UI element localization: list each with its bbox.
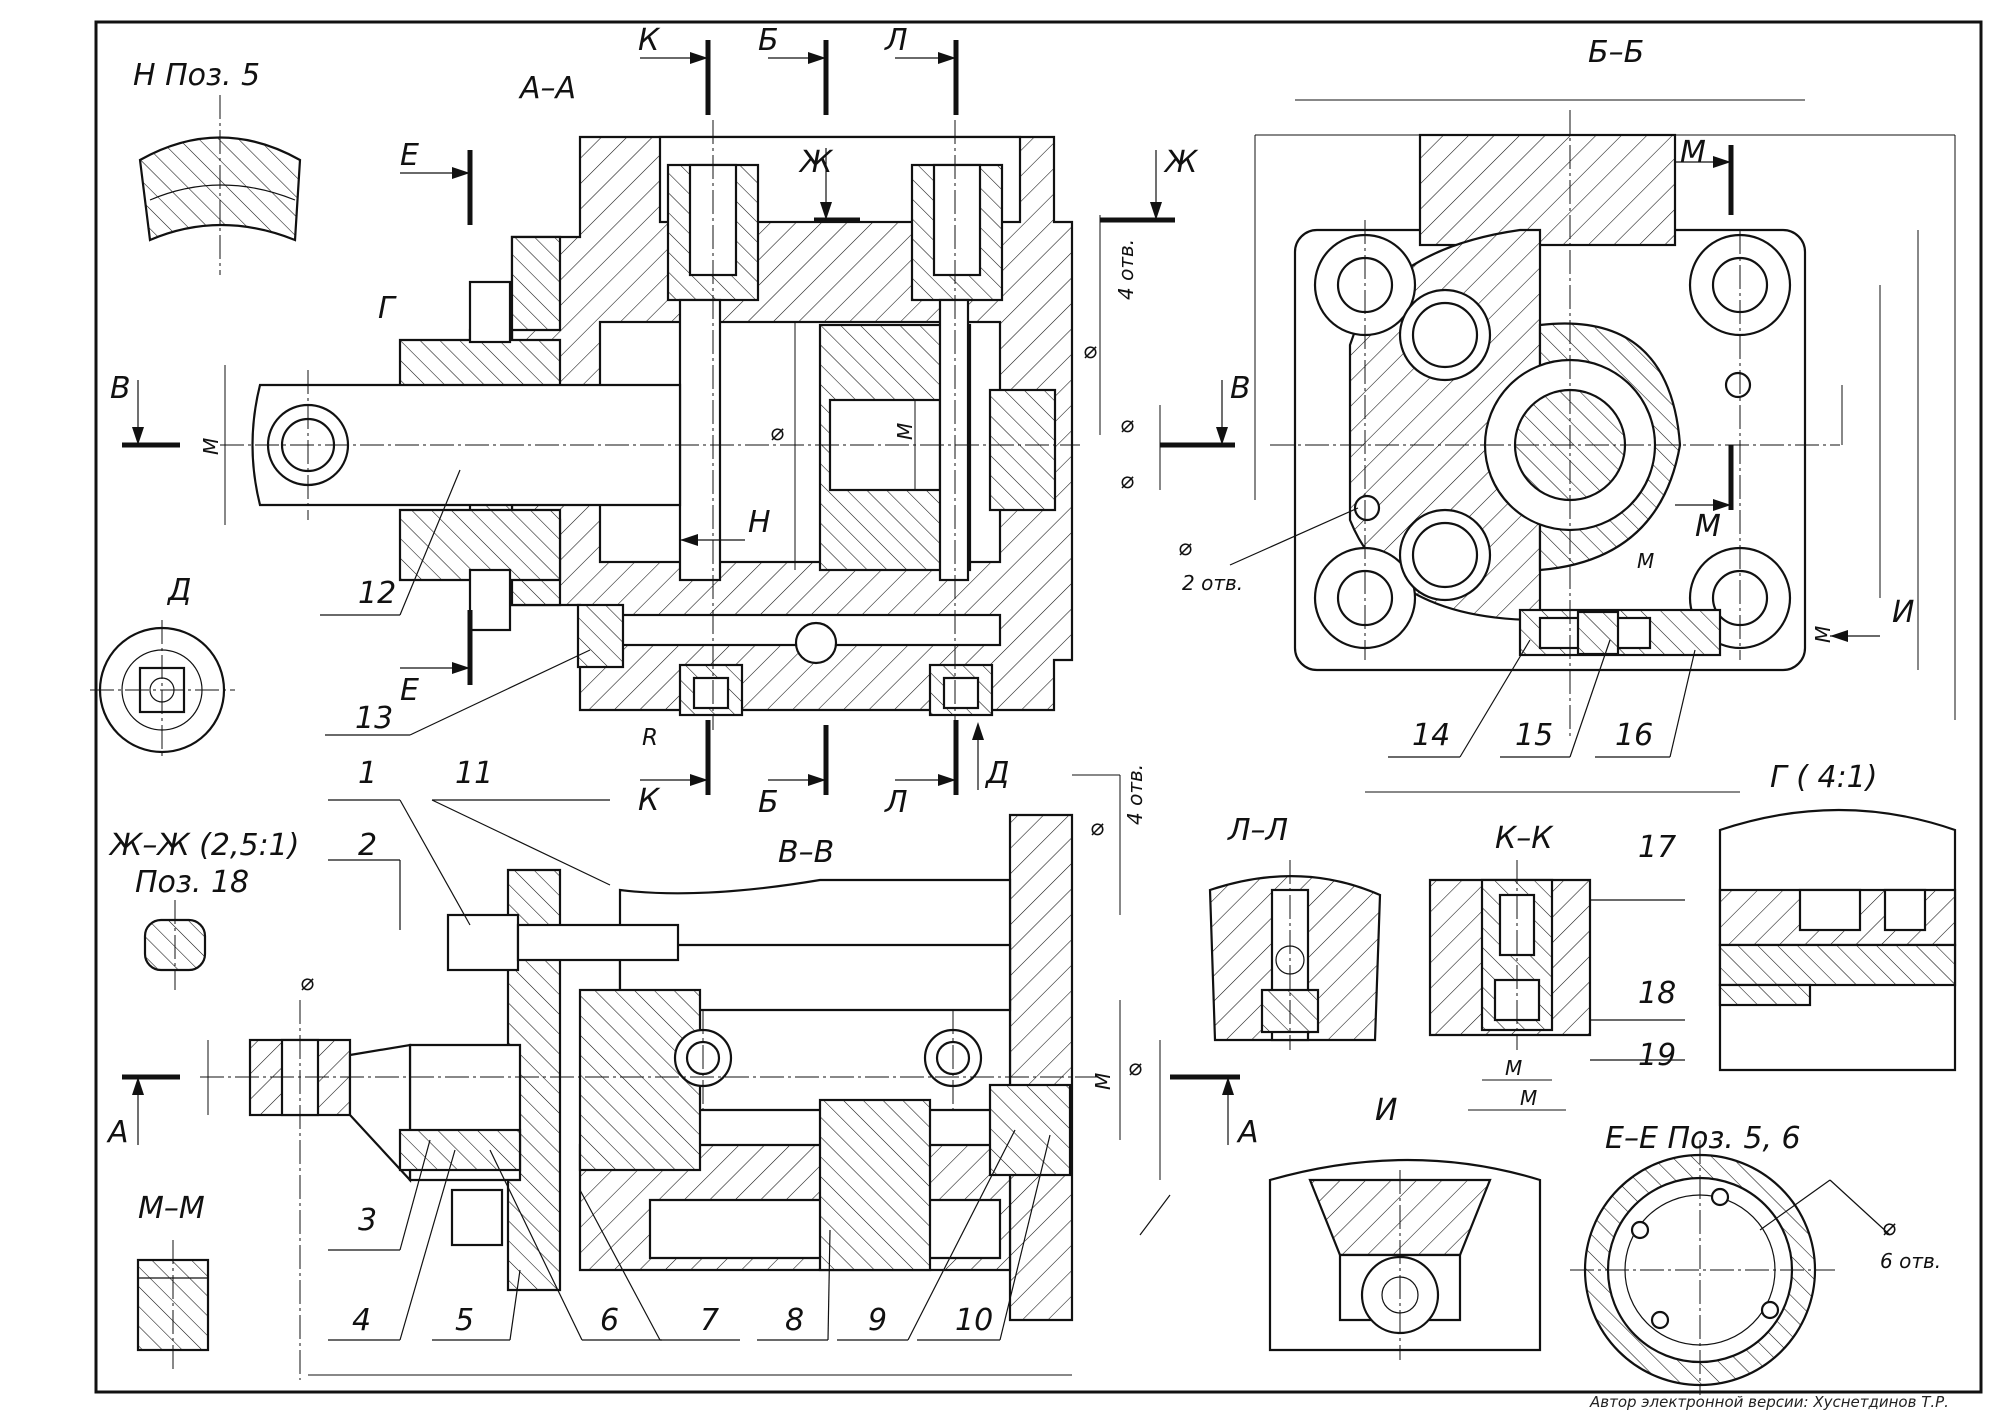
- view-title-b-b: Б–Б: [1588, 35, 1644, 70]
- part-number-6: 6: [600, 1303, 619, 1338]
- view-l-l: [1208, 860, 1382, 1050]
- view-i: [1268, 1158, 1542, 1360]
- view-d: [90, 620, 235, 760]
- cut-label-a-right: А: [1236, 1115, 1259, 1150]
- view-title-zh-zh-pos: Поз. 18: [135, 865, 249, 900]
- dim-holes4-v-v: 4 отв.: [1123, 764, 1147, 825]
- view-g-detail: [1718, 808, 1957, 1072]
- cut-label-l-bottom: Л: [884, 785, 908, 820]
- part-number-5: 5: [455, 1303, 474, 1338]
- cut-label-a-left: А: [106, 1115, 129, 1150]
- dim-dia-v-v-2: ⌀: [1128, 1055, 1142, 1081]
- part-number-2: 2: [358, 828, 377, 863]
- dim-holes2-b-b: 2 отв.: [1182, 571, 1243, 595]
- view-title-k-k: К–К: [1495, 821, 1554, 856]
- part-number-15: 15: [1515, 718, 1553, 753]
- view-title-d: Д: [166, 573, 191, 608]
- dim-dia-a-a-1: ⌀: [1083, 338, 1097, 364]
- part-number-17: 17: [1638, 830, 1676, 865]
- part-number-10: 10: [955, 1303, 993, 1338]
- part-number-13: 13: [355, 701, 393, 736]
- view-title-e-e: Е–Е Поз. 5, 6: [1605, 1121, 1801, 1156]
- dim-m-k-k-2: М: [1520, 1086, 1537, 1110]
- cut-label-m-bottom: М: [1695, 509, 1721, 544]
- cut-label-e-bottom: Е: [400, 673, 419, 708]
- dim-dia-a-a-3: ⌀: [1120, 468, 1134, 494]
- cut-label-n: Н: [748, 505, 771, 540]
- part-number-7: 7: [700, 1303, 719, 1338]
- cut-label-e-top: Е: [400, 138, 419, 173]
- part-number-16: 16: [1615, 718, 1653, 753]
- part-number-12: 12: [358, 576, 396, 611]
- part-number-14: 14: [1412, 718, 1450, 753]
- view-title-zh-zh: Ж–Ж (2,5:1): [108, 828, 299, 863]
- dim-m-rod: М: [199, 438, 223, 455]
- view-b-b: [1229, 99, 1956, 793]
- view-title-m-m: М–М: [138, 1191, 205, 1226]
- cut-label-l-top: Л: [884, 23, 908, 58]
- dim-holes6-e-e: 6 отв.: [1880, 1249, 1941, 1273]
- view-title-i: И: [1375, 1093, 1397, 1128]
- dim-dia-v-v-eye: ⌀: [300, 970, 314, 996]
- view-titles: Н Поз. 5 А–А Б–Б В–В Д Ж–Ж (2,5:1) Поз. …: [108, 35, 1877, 1226]
- cut-label-v-left: В: [110, 371, 131, 406]
- view-n-pos5: [138, 95, 302, 275]
- view-k-k: [1428, 860, 1592, 1111]
- dim-dia-e-e: ⌀: [1882, 1215, 1896, 1241]
- view-zh-zh: [143, 900, 207, 990]
- part-number-19: 19: [1638, 1038, 1676, 1073]
- radius-label: R: [642, 725, 658, 751]
- view-title-l-l: Л–Л: [1227, 813, 1288, 848]
- cut-label-b-top: Б: [758, 23, 779, 58]
- cut-label-g: Г: [378, 291, 397, 326]
- view-e-e: [1570, 1140, 1891, 1395]
- part-number-11: 11: [455, 756, 493, 791]
- cut-label-zh-right: Ж: [1163, 145, 1199, 180]
- cut-label-i: И: [1892, 595, 1914, 630]
- part-number-labels: 12 13 1 11 2 3 4 5 6 7 8 9 10 14 15 16 1…: [352, 576, 1676, 1338]
- view-title-v-v: В–В: [778, 835, 834, 870]
- dim-dia-v-v-1: ⌀: [1090, 815, 1104, 841]
- part-number-8: 8: [785, 1303, 804, 1338]
- drawing-frame: [94, 20, 1983, 1394]
- cut-label-v-right: В: [1230, 371, 1251, 406]
- view-v-v: [122, 774, 1240, 1380]
- dim-m-bore: М: [893, 423, 917, 440]
- view-m-m: [136, 1240, 210, 1370]
- cut-label-k-bottom: К: [638, 783, 661, 818]
- section-letter-labels: К Б Л Е Ж Ж Г В В Н Е R К Б Л Д А А М М …: [106, 23, 1914, 1150]
- part-number-9: 9: [868, 1303, 887, 1338]
- cut-label-zh-mid: Ж: [798, 145, 834, 180]
- dimension-labels: ⌀ 4 отв. ⌀ ⌀ ⌀ М М ⌀ 2 отв. М М ⌀ ⌀ 4 от…: [199, 239, 1941, 1273]
- view-title-g-detail: Г ( 4:1): [1770, 760, 1877, 795]
- part-number-1: 1: [358, 756, 377, 791]
- dim-m-b-b-1: М: [1637, 549, 1654, 573]
- cut-label-m-top: М: [1680, 135, 1706, 170]
- part-number-18: 18: [1638, 976, 1676, 1011]
- dim-dia-a-a-2: ⌀: [1120, 412, 1134, 438]
- cut-label-b-bottom: Б: [758, 785, 779, 820]
- dim-dia-bore: ⌀: [770, 420, 784, 446]
- dim-m-v-v: М: [1091, 1073, 1115, 1090]
- cut-label-d: Д: [984, 756, 1009, 791]
- view-title-a-a: А–А: [518, 71, 576, 106]
- dim-m-b-b-2: М: [1811, 626, 1835, 643]
- section-marks-a-a: [122, 40, 1235, 795]
- part-number-4: 4: [352, 1303, 371, 1338]
- cut-label-k-top: К: [638, 23, 661, 58]
- author-credit: Автор электронной версии: Хуснетдинов Т.…: [1589, 1393, 1949, 1411]
- view-title-n-pos5: Н Поз. 5: [133, 58, 260, 93]
- part-number-3: 3: [358, 1203, 377, 1238]
- dim-m-k-k-1: М: [1505, 1056, 1522, 1080]
- dim-dia-b-b: ⌀: [1178, 535, 1192, 561]
- view-a-a: [220, 120, 1161, 730]
- leader-lines: [320, 469, 1696, 1341]
- dim-holes4-a-a: 4 отв.: [1114, 239, 1138, 300]
